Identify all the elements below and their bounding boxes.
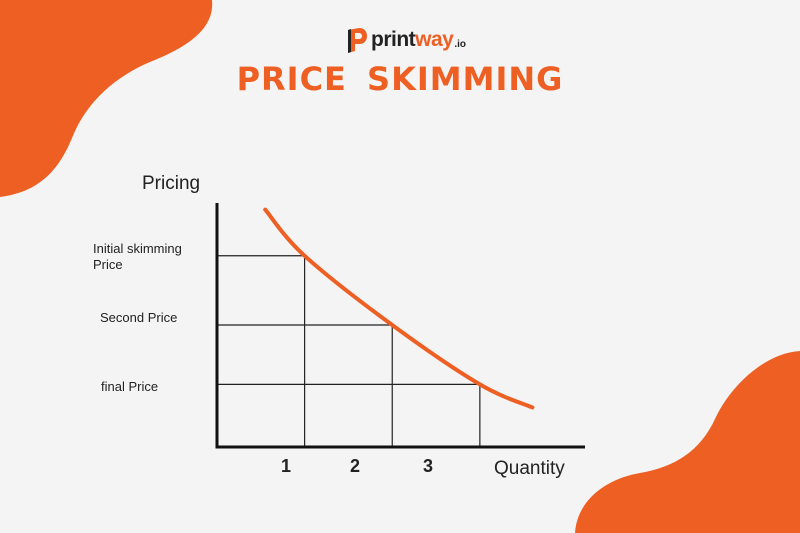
brand-name: printway [371,28,454,51]
y-axis-title: Pricing [142,173,201,194]
decorative-blob-top-left [0,0,213,197]
price-label-final: final Price [101,379,159,394]
brand-tld: .io [454,38,467,50]
guide-lines [217,255,481,447]
page-title: PRICE SKIMMING [236,60,564,98]
x-tick-label-1: 1 [280,456,291,476]
x-tick-label-2: 2 [349,456,360,476]
decorative-blob-bottom-right [575,351,800,533]
x-axis-title: Quantity [494,458,565,479]
brand-logo: printway .io [346,26,466,54]
printway-p-icon [348,28,367,53]
x-tick-label-3: 3 [422,456,433,476]
price-label-second: Second Price [100,310,178,325]
demand-curve [263,207,535,410]
price-label-initial: Initial skimming Price [93,241,182,272]
